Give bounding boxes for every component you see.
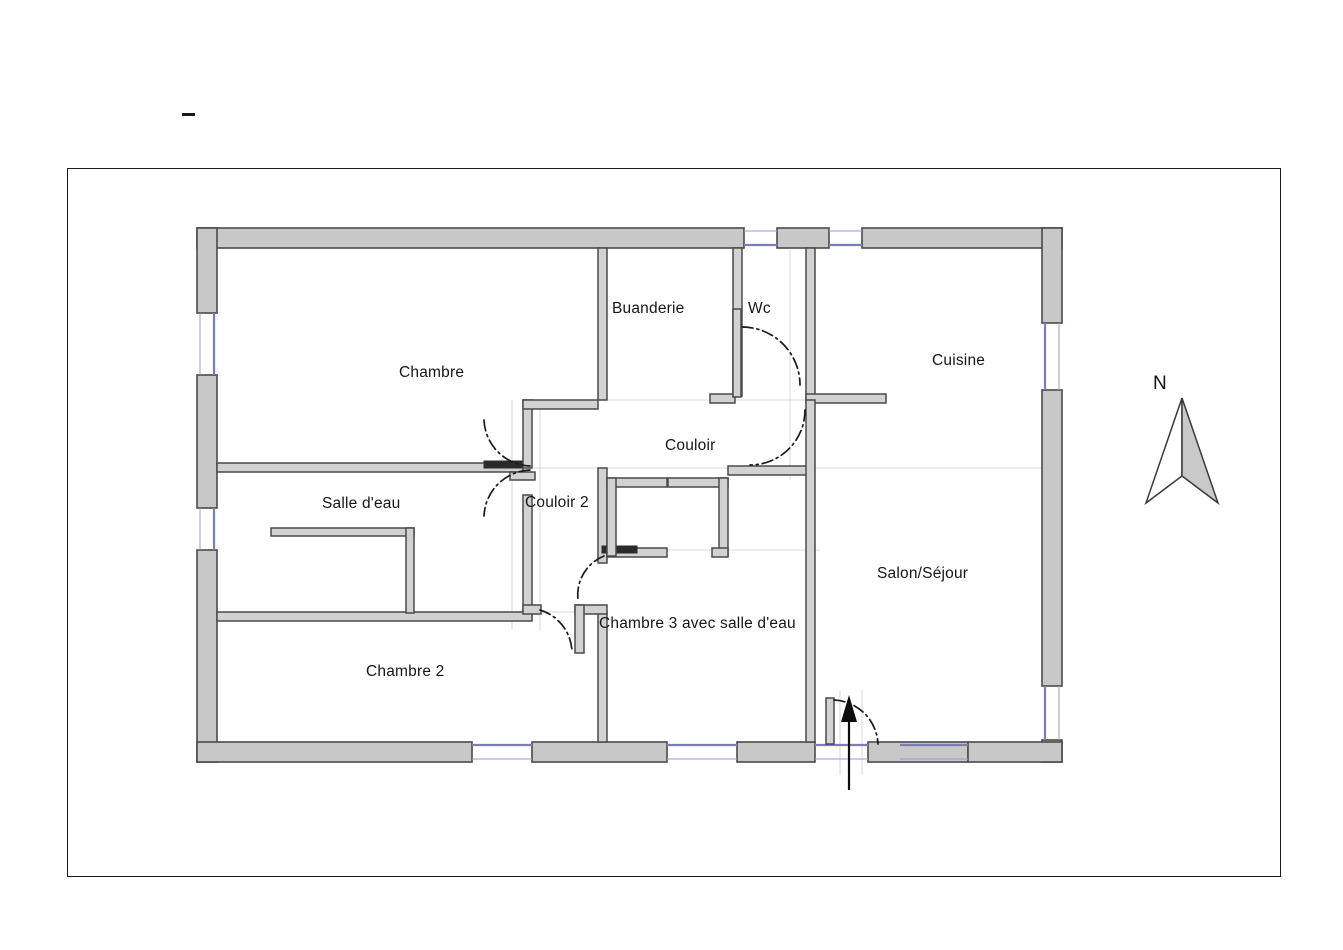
drawing-sheet-frame <box>67 168 1281 877</box>
room-label-buanderie: Buanderie <box>612 300 685 317</box>
room-label-chambre3: Chambre 3 avec salle d'eau <box>599 615 796 632</box>
room-label-salon-sejour: Salon/Séjour <box>877 565 969 582</box>
room-label-cuisine: Cuisine <box>932 352 986 369</box>
room-label-couloir2: Couloir 2 <box>525 494 589 511</box>
room-label-chambre2: Chambre 2 <box>366 663 445 680</box>
north-label: N <box>1153 373 1167 394</box>
room-label-wc: Wc <box>748 300 771 317</box>
room-label-salle-deau: Salle d'eau <box>322 495 401 512</box>
room-label-chambre: Chambre <box>399 364 465 381</box>
title-dash-mark <box>182 113 195 116</box>
room-label-couloir: Couloir <box>665 437 716 454</box>
